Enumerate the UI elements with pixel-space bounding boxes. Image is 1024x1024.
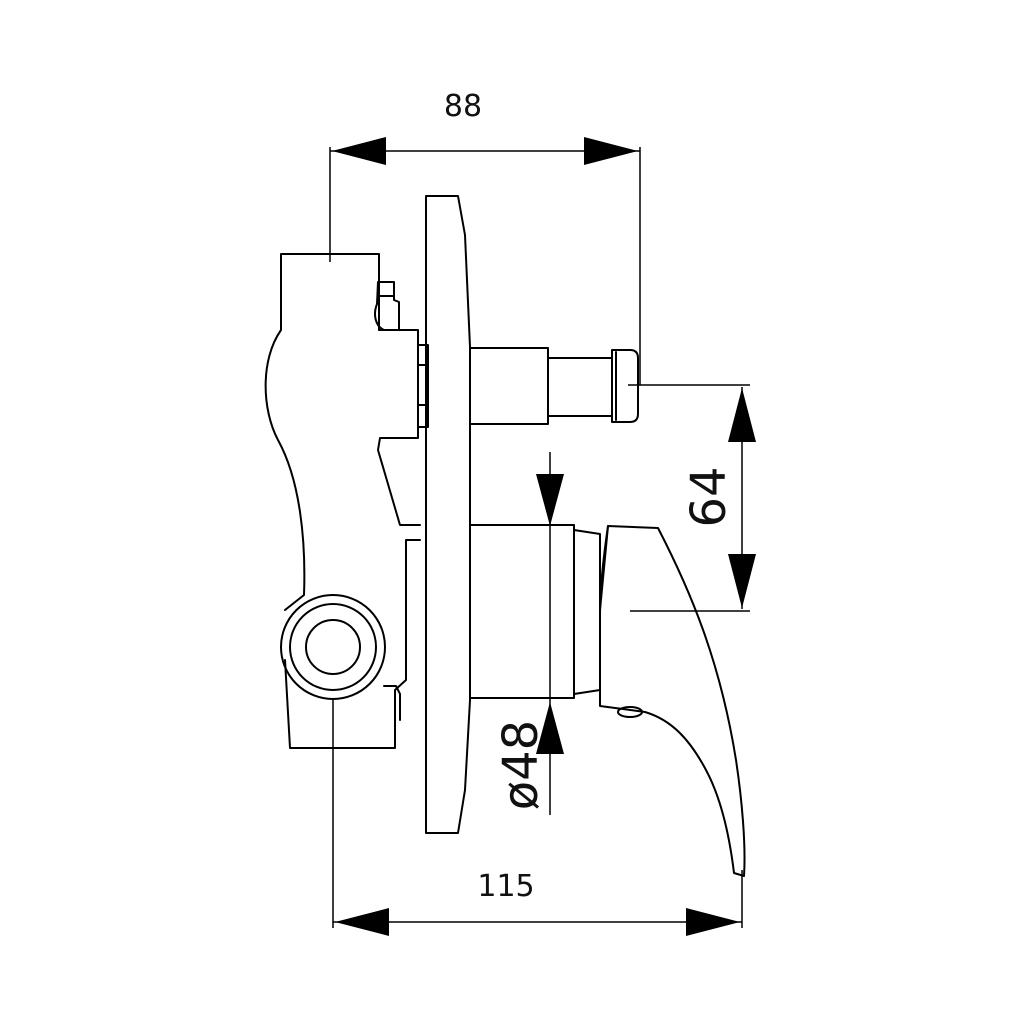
inlet-middle-ring	[289, 603, 377, 691]
dimension-label-88: 88	[444, 89, 482, 124]
lever-handle-inner-edge	[599, 525, 609, 616]
cartridge-body	[469, 524, 601, 699]
inlet-inner-ring	[305, 619, 361, 675]
dimension-right-64: 64	[628, 384, 756, 612]
diverter-cap	[611, 349, 639, 423]
diverter-stem-base	[469, 347, 549, 425]
lever-handle-outline	[599, 525, 746, 877]
inlet-outer-ring	[280, 594, 386, 700]
arrowhead-right	[584, 137, 638, 165]
valve-body-lower	[284, 539, 421, 749]
dimension-label-diameter: ø48	[493, 720, 549, 810]
plate-mount-tab	[417, 344, 429, 428]
valve-body	[264, 253, 429, 749]
diverter-stem	[547, 357, 613, 417]
dimension-label-64: 64	[681, 466, 737, 527]
inlet-port	[280, 594, 386, 700]
arrowhead-right	[686, 908, 740, 936]
valve-body-right-edge	[377, 329, 421, 526]
arrowhead-bottom	[536, 702, 564, 754]
diverter-knob	[469, 347, 639, 425]
lever-screw	[617, 706, 643, 718]
body-lip	[383, 685, 401, 721]
lever-handle	[599, 525, 746, 877]
cartridge-cap	[573, 529, 601, 695]
dimension-label-115: 115	[477, 869, 534, 904]
top-fitting	[374, 281, 400, 331]
dimension-bottom-115: 115	[332, 700, 743, 936]
arrowhead-top	[728, 388, 756, 442]
arrowhead-top	[536, 474, 564, 526]
arrowhead-left	[332, 137, 386, 165]
dimension-diameter-48: ø48	[493, 452, 564, 815]
cartridge-housing	[469, 524, 575, 699]
arrowhead-left	[335, 908, 389, 936]
wall-plate	[425, 195, 471, 834]
arrowhead-bottom	[728, 554, 756, 608]
valve-body-outline	[264, 253, 380, 611]
dimension-top-88: 88	[329, 89, 641, 385]
